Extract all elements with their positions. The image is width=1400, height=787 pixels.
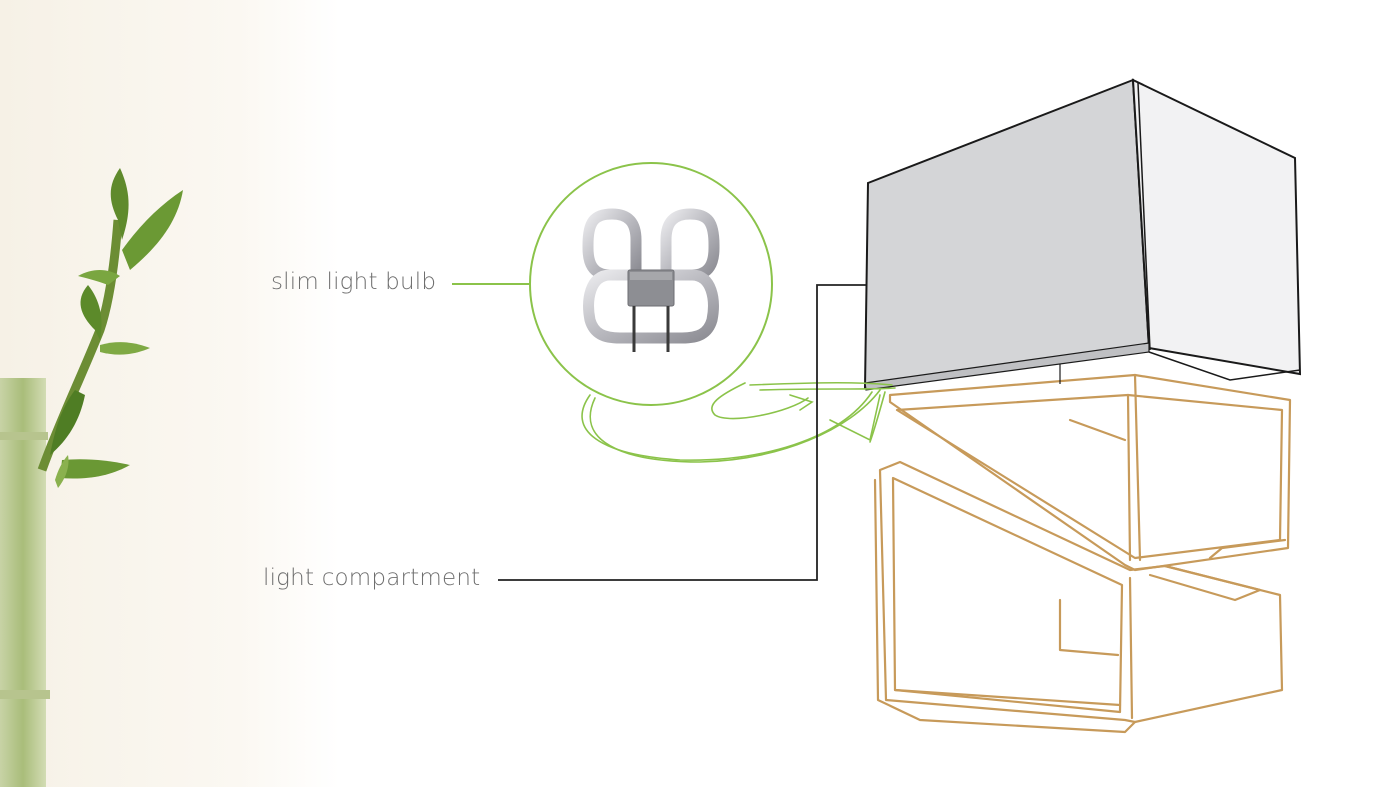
bulb-callout-circle <box>529 162 773 406</box>
bulb-to-compartment-arrow <box>581 381 896 463</box>
slim-light-bulb-label: slim light bulb <box>271 269 437 295</box>
2d-fluorescent-bulb-icon <box>582 208 720 352</box>
light-compartment-label: light compartment <box>263 565 481 591</box>
compartment-callout-line <box>498 284 866 581</box>
wooden-frame-icon <box>873 373 1292 734</box>
bamboo-plant-icon <box>0 168 183 787</box>
background-fade <box>0 0 340 787</box>
lamp-box-icon <box>863 78 1302 391</box>
